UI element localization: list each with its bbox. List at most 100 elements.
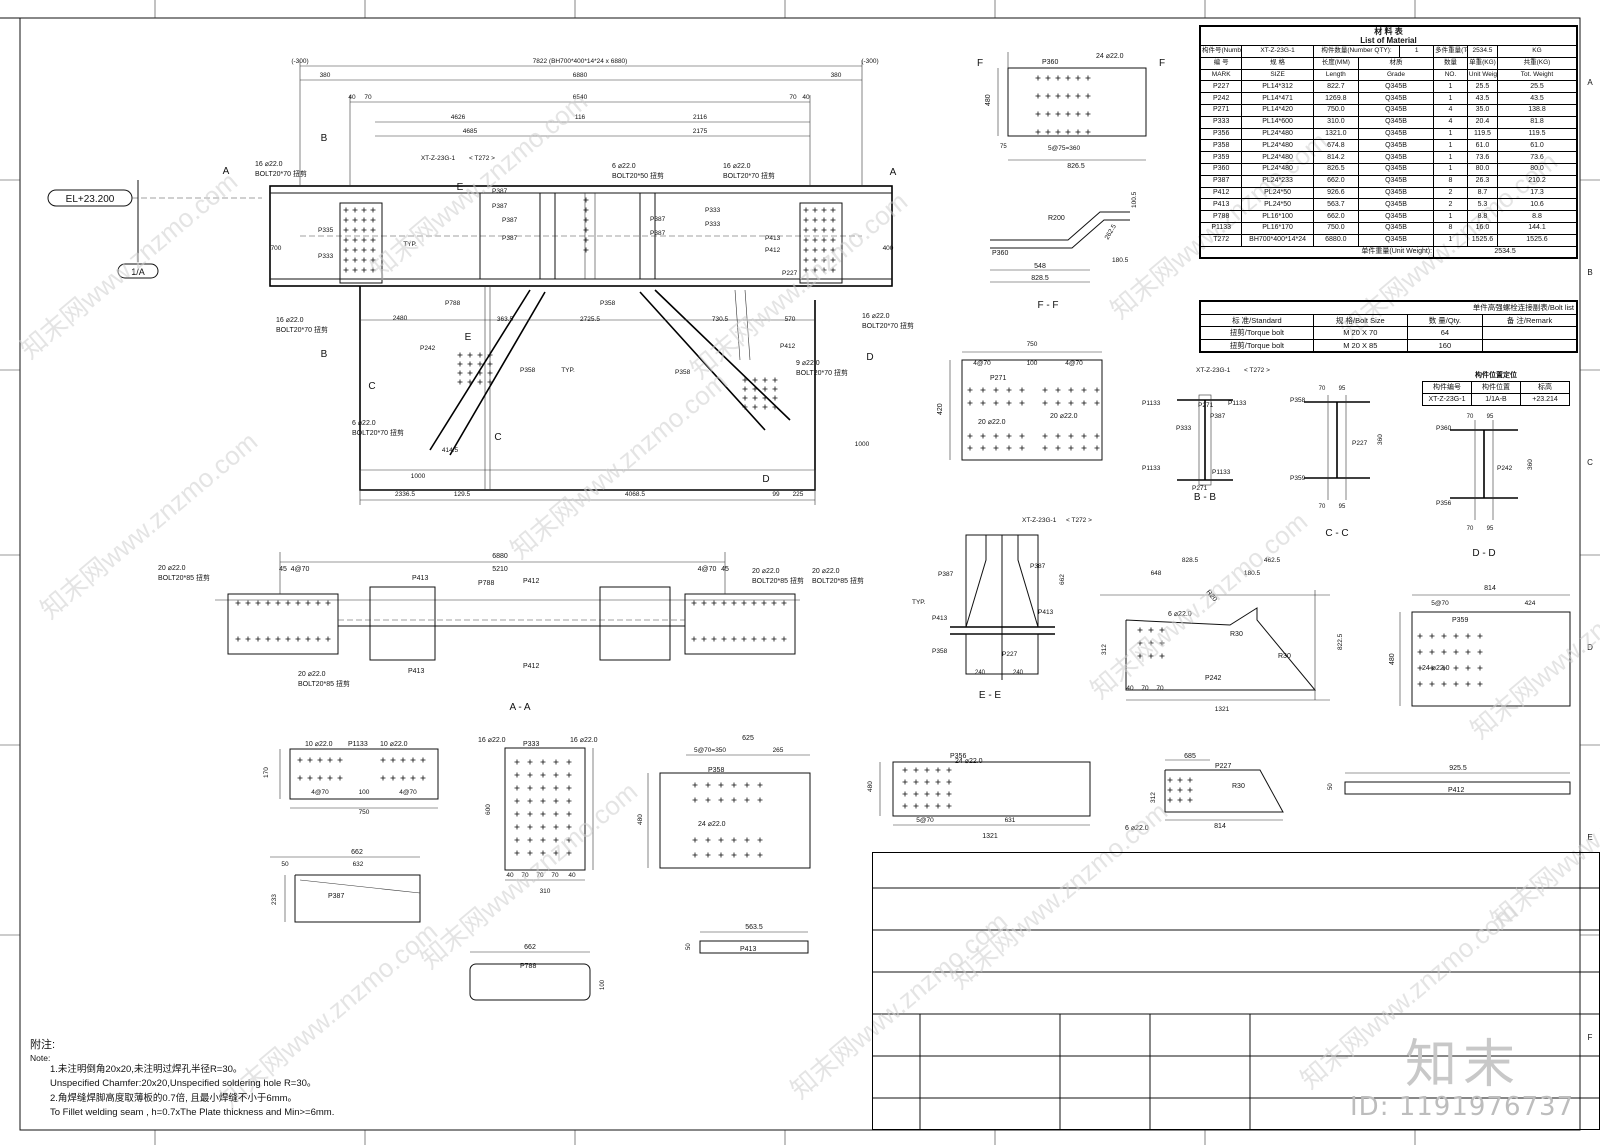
bom-cell: Q345B [1357, 115, 1435, 129]
bolt-callout: 10 ⌀22.0 [305, 741, 333, 748]
bolt-hole-mark [1453, 649, 1459, 655]
bolt-hole-mark [771, 600, 777, 606]
bolt-list-cell: 扭剪/Torque bolt [1200, 326, 1314, 340]
bolt-hole-mark [692, 782, 698, 788]
bolt-hole-mark [946, 803, 952, 809]
bolt-hole-mark [457, 370, 463, 376]
bom-cell: PL24*480 [1241, 162, 1314, 176]
section-bb-title: B - B [1194, 492, 1217, 503]
dimension-label: 6540 [573, 94, 588, 101]
bolt-hole-mark [566, 824, 572, 830]
bolt-hole-mark [967, 387, 973, 393]
part-label: P387 [502, 217, 518, 224]
bom-cell: PL16*100 [1241, 210, 1314, 223]
bolt-hole-mark [913, 791, 919, 797]
bolt-hole-mark [467, 370, 473, 376]
bolt-hole-mark [731, 782, 737, 788]
bolt-hole-mark [1019, 387, 1025, 393]
note-line: Unspecified Chamfer:20x20,Unspecified so… [50, 1078, 317, 1090]
bolt-hole-mark [741, 636, 747, 642]
bolt-hole-mark [830, 267, 836, 273]
section-mark: D [762, 474, 769, 485]
bolt-hole-mark [721, 600, 727, 606]
part-label: P358 [520, 367, 536, 374]
bolt-hole-mark [275, 636, 281, 642]
bolt-hole-mark [1055, 75, 1061, 81]
part-label: P412 [765, 247, 781, 254]
bolt-hole-mark [1045, 75, 1051, 81]
bom-header-cn: 长度(MM) [1312, 56, 1359, 70]
bolt-hole-mark [993, 445, 999, 451]
bolt-hole-mark [317, 757, 323, 763]
bolt-callout: 16 ⌀22.0 [862, 313, 890, 320]
bolt-list-cell: M 20 X 85 [1312, 338, 1408, 352]
dimension-label: 240 [975, 670, 986, 676]
bom-cell: PL14*600 [1241, 115, 1314, 129]
dimension-label: 70 [1467, 414, 1474, 420]
bom-cell: P1133 [1199, 221, 1243, 235]
dimension-label: 662 [1059, 574, 1066, 585]
bolt-callout: 20 ⌀22.0 [158, 565, 186, 572]
dimension-label: 4@70 [698, 566, 717, 573]
bom-header-cn: 规 格 [1241, 56, 1314, 70]
bolt-hole-mark [457, 361, 463, 367]
bolt-hole-mark [477, 361, 483, 367]
bom-cell: PL14*471 [1241, 92, 1314, 105]
bom-cell: Q345B [1357, 127, 1435, 141]
bom-cell: 8 [1433, 174, 1468, 188]
bolt-hole-mark [553, 759, 559, 765]
bolt-hole-mark [741, 600, 747, 606]
bolt-hole-mark [1148, 640, 1154, 646]
bolt-hole-mark [980, 387, 986, 393]
section-dd-title: D - D [1472, 548, 1495, 559]
bolt-hole-mark [1055, 387, 1061, 393]
dimension-label: 75 [1000, 144, 1007, 150]
dimension-label: 662 [524, 944, 536, 951]
dimension-label: 70 [521, 872, 529, 879]
note-line: 1.未注明倒角20x20,未注明过焊孔半径R=30。 [50, 1063, 243, 1075]
bolt-hole-mark [540, 798, 546, 804]
bolt-hole-mark [1137, 627, 1143, 633]
bom-cell: 138.8 [1497, 103, 1577, 117]
bom-cell: Q345B [1357, 139, 1435, 153]
bolt-hole-mark [752, 386, 758, 392]
bolt-hole-mark [1148, 653, 1154, 659]
bolt-hole-mark [1187, 797, 1193, 803]
bolt-hole-mark [390, 775, 396, 781]
bolt-hole-mark [1094, 400, 1100, 406]
bom-cell: P359 [1199, 151, 1243, 164]
watermark-id: ID: 1191976737 [1350, 1092, 1575, 1122]
dimension-label: 462.5 [1264, 557, 1281, 564]
bolt-hole-mark [1159, 640, 1165, 646]
bolt-hole-mark [761, 600, 767, 606]
bom-cell: PL14*312 [1241, 80, 1314, 94]
dimension-label: 265 [773, 747, 784, 754]
dimension-label: 50 [686, 943, 692, 950]
bolt-hole-mark [705, 797, 711, 803]
bolt-hole-mark [553, 798, 559, 804]
bom-cell: 8.8 [1466, 210, 1499, 223]
bolt-hole-mark [361, 217, 367, 223]
dimension-label: 70 [1467, 526, 1474, 532]
bolt-hole-mark [902, 791, 908, 797]
position-header: 标高 [1520, 381, 1570, 394]
drawing-label: 570 [785, 316, 796, 323]
part-label: P271 [1198, 402, 1214, 409]
bolt-hole-mark [980, 445, 986, 451]
bom-cell: 1 [1433, 162, 1468, 176]
dimension-label: 5@70=350 [694, 747, 726, 754]
bolt-hole-mark [566, 811, 572, 817]
bom-cell: Q345B [1357, 174, 1435, 188]
section-mark: A [223, 166, 230, 177]
part-label: P358 [708, 767, 724, 774]
part-label: P358 [1290, 397, 1306, 404]
dimension-label: 45 [279, 566, 287, 573]
